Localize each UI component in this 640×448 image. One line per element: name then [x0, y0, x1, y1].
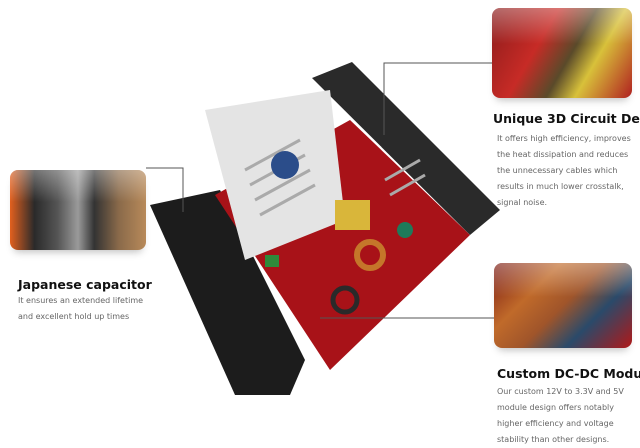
- feature-title: Custom DC-DC Module: [497, 366, 640, 381]
- feature-description: It ensures an extended lifetime and exce…: [18, 296, 144, 321]
- capacitor: [271, 151, 299, 179]
- psu-lid: [312, 62, 500, 235]
- heatsink: [205, 90, 345, 260]
- psu-case-side: [150, 190, 305, 395]
- photo-3d-circuit: [492, 8, 632, 98]
- leader-line-capacitor: [146, 167, 184, 212]
- transformer: [335, 200, 370, 230]
- feature-title: Unique 3D Circuit Design: [493, 111, 640, 126]
- feature-description: It offers high efficiency, improves the …: [497, 134, 631, 207]
- toroid-coil: [354, 239, 386, 271]
- leader-line-3d-circuit: [383, 62, 493, 135]
- feature-description: Our custom 12V to 3.3V and 5V module des…: [497, 387, 624, 444]
- photo-japanese-capacitor: [10, 170, 146, 250]
- feature-title: Japanese capacitor: [18, 277, 152, 292]
- photo-dcdc-module: [494, 263, 632, 348]
